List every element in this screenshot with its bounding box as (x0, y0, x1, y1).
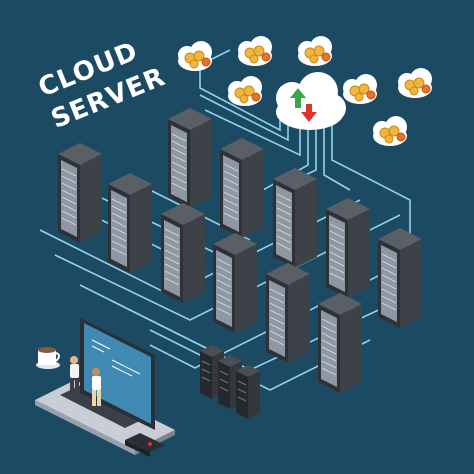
coin-cloud-3 (297, 35, 333, 67)
download-arrow-icon (301, 104, 317, 122)
coin-cloud-4 (227, 75, 263, 107)
server-rack-4 (272, 167, 318, 269)
server-rack-8 (377, 227, 423, 329)
coin-cloud-5 (342, 73, 378, 105)
server-rack-5 (107, 172, 153, 274)
mouse-device (125, 433, 165, 457)
server-rack-1 (167, 107, 213, 209)
server-rack-10 (265, 262, 311, 364)
server-rack-7 (160, 202, 206, 304)
upload-arrow-icon (290, 88, 306, 108)
server-rack-6 (325, 197, 371, 299)
coffee-cup-icon (36, 347, 60, 369)
coin-cloud-1 (177, 40, 213, 72)
server-rack-9 (212, 232, 258, 334)
coin-cloud-2 (237, 35, 273, 67)
mini-servers (199, 344, 261, 420)
server-rack-3 (57, 142, 103, 244)
engineer-1 (70, 356, 79, 392)
server-rack-2 (219, 137, 265, 239)
main-cloud (276, 72, 346, 130)
title: CLOUD SERVER (34, 36, 170, 134)
engineer-2 (92, 368, 101, 406)
mini-server-3 (235, 364, 261, 420)
laptop-icon (35, 318, 175, 455)
coin-cloud-7 (372, 115, 408, 147)
cloud-icon (276, 72, 346, 130)
server-rack-11 (317, 292, 363, 394)
coin-cloud-6 (397, 67, 433, 99)
